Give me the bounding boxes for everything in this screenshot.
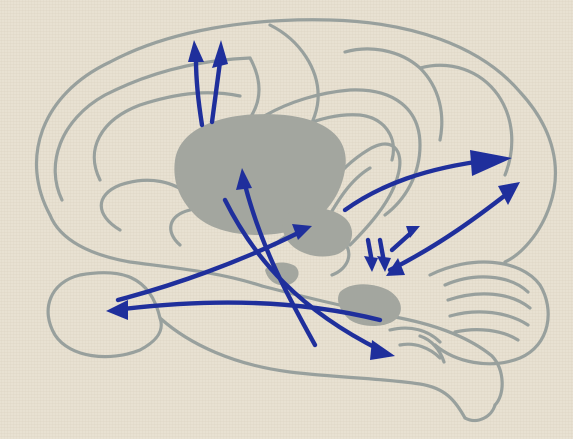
brain-diagram: [0, 0, 573, 439]
brain-diagram-canvas: [0, 0, 573, 439]
